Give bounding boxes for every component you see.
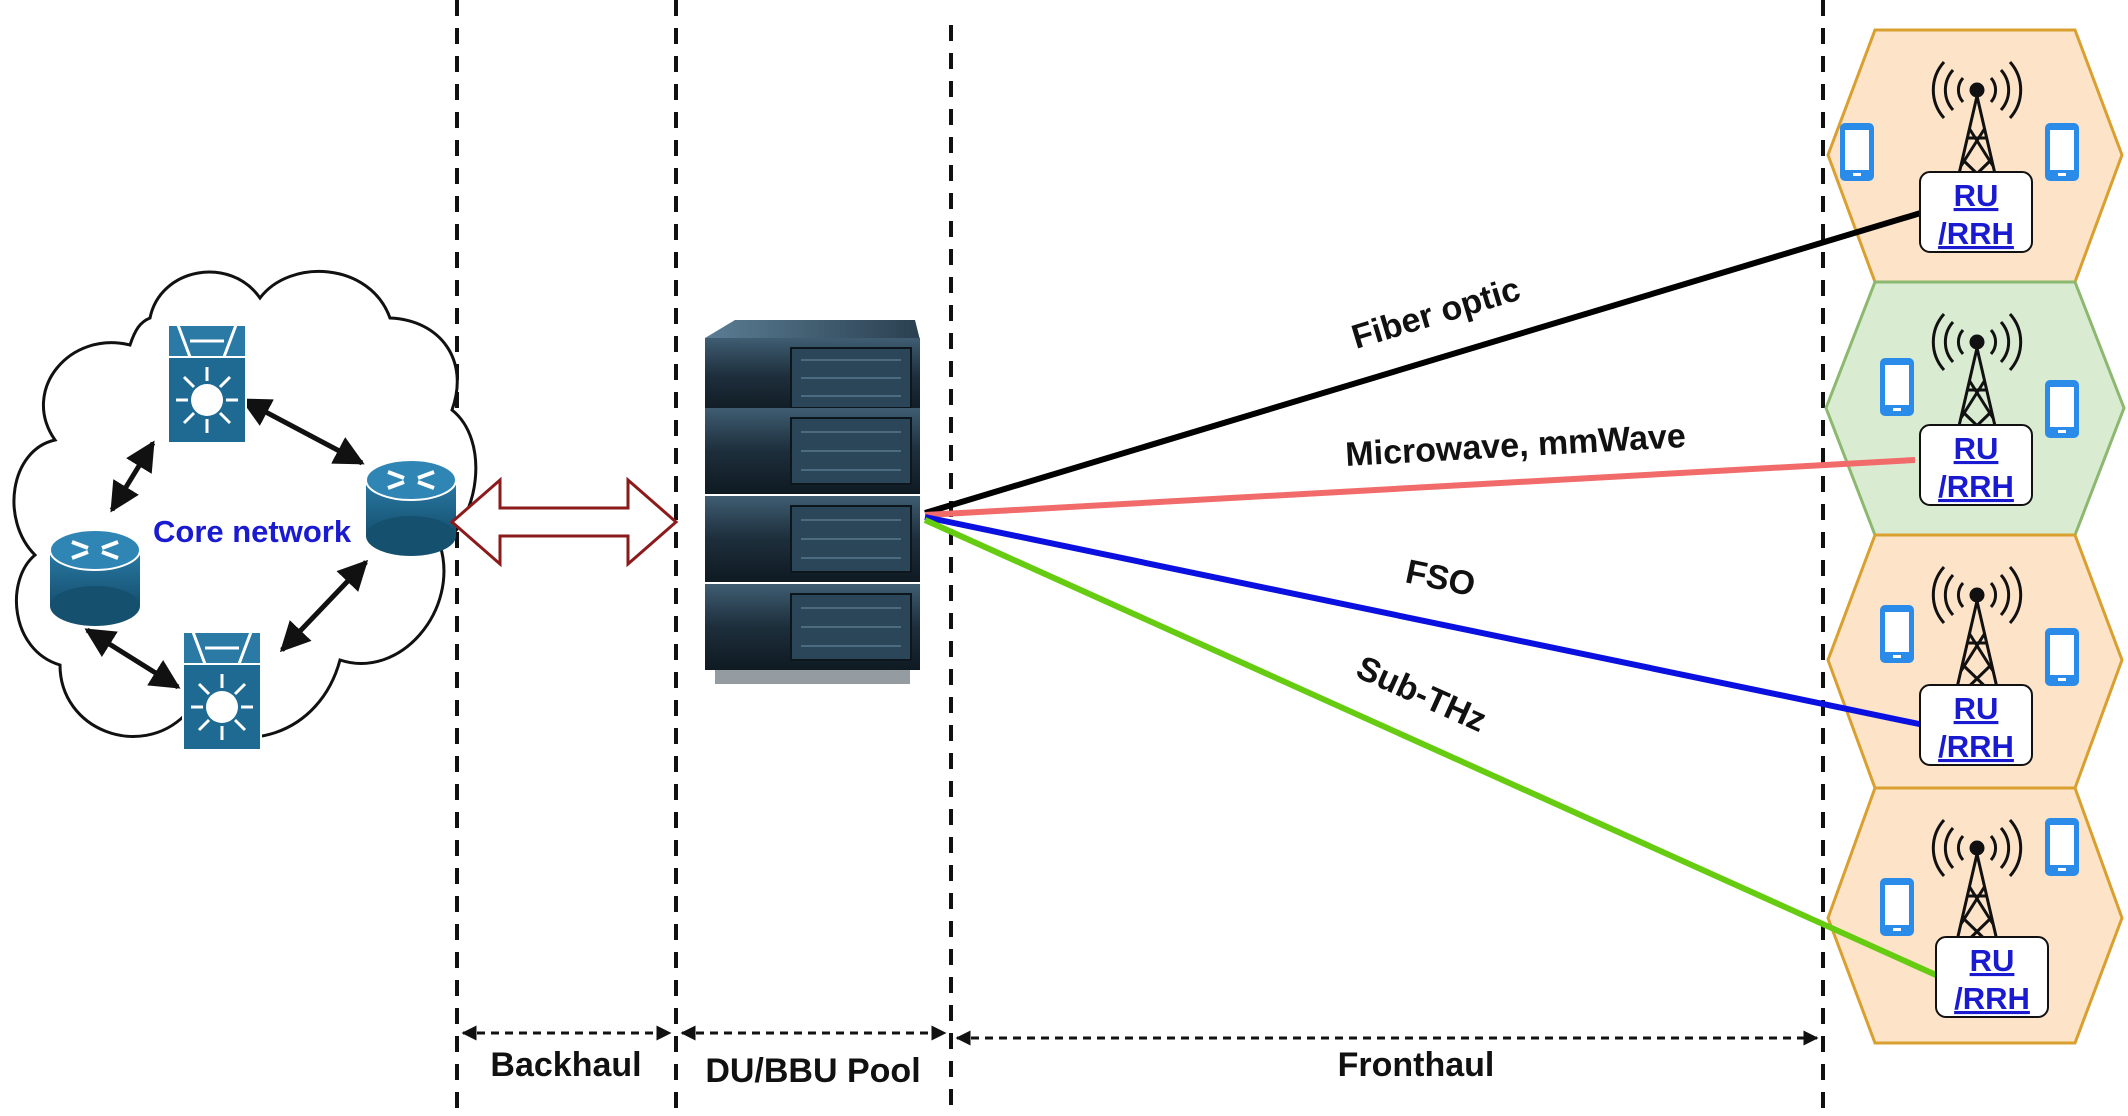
router-icon bbox=[49, 529, 141, 626]
smartphone-icon bbox=[2045, 380, 2079, 438]
switch-icon bbox=[182, 631, 262, 751]
link-label-fso: FSO bbox=[1402, 553, 1478, 604]
link-fiber-optic bbox=[924, 209, 1925, 516]
ru-label-line2: /RRH bbox=[1938, 729, 2014, 764]
core-links bbox=[84, 397, 369, 690]
ru-label-line1: RU bbox=[1954, 431, 1999, 466]
smartphone-icon bbox=[1840, 123, 1874, 181]
ru-label-line2: /RRH bbox=[1938, 216, 2014, 251]
antenna-tower-icon bbox=[1931, 819, 2023, 959]
server-stack-icon bbox=[705, 320, 920, 684]
ru-rrh-box: RU/RRH bbox=[1919, 424, 2033, 506]
antenna-tower-icon bbox=[1931, 566, 2023, 706]
antenna-tower-icon bbox=[1931, 313, 2023, 453]
link-sub-thz bbox=[923, 517, 1938, 978]
fronthaul-label: Fronthaul bbox=[1338, 1046, 1495, 1084]
ru-rrh-box: RU/RRH bbox=[1935, 936, 2049, 1018]
ru-label-line1: RU bbox=[1954, 691, 1999, 726]
link-label-sub-thz: Sub-THz bbox=[1351, 649, 1492, 740]
backhaul-double-arrow bbox=[449, 476, 679, 568]
cell-4: RU/RRH bbox=[1880, 818, 2079, 1018]
ru-label-line2: /RRH bbox=[1954, 981, 2030, 1016]
smartphone-icon bbox=[2045, 123, 2079, 181]
core-network-label: Core network bbox=[153, 514, 352, 549]
smartphone-icon bbox=[1880, 605, 1914, 663]
smartphone-icon bbox=[2045, 818, 2079, 876]
switch-icon bbox=[167, 324, 247, 444]
ru-label-line1: RU bbox=[1970, 943, 2015, 978]
cell-3: RU/RRH bbox=[1880, 566, 2079, 766]
fronthaul-links bbox=[923, 209, 1938, 978]
ru-rrh-box: RU/RRH bbox=[1919, 684, 2033, 766]
cell-1: RU/RRH bbox=[1840, 61, 2079, 253]
cell-2: RU/RRH bbox=[1880, 313, 2079, 506]
link-label-fiber-optic: Fiber optic bbox=[1347, 270, 1524, 357]
smartphone-icon bbox=[2045, 628, 2079, 686]
ru-label-line2: /RRH bbox=[1938, 469, 2014, 504]
smartphone-icon bbox=[1880, 878, 1914, 936]
backhaul-label: Backhaul bbox=[490, 1046, 641, 1084]
link-microwave bbox=[924, 457, 1916, 518]
ru-rrh-box: RU/RRH bbox=[1919, 171, 2033, 253]
segment-span-arrows bbox=[461, 1025, 1819, 1046]
link-label-microwave: Microwave, mmWave bbox=[1344, 417, 1686, 474]
smartphone-icon bbox=[1880, 358, 1914, 416]
ru-label-line1: RU bbox=[1954, 178, 1999, 213]
du-bbu-pool-label: DU/BBU Pool bbox=[705, 1052, 920, 1090]
router-icon bbox=[365, 459, 457, 556]
segment-dividers bbox=[455, 0, 1825, 1116]
link-fso bbox=[924, 514, 1925, 728]
